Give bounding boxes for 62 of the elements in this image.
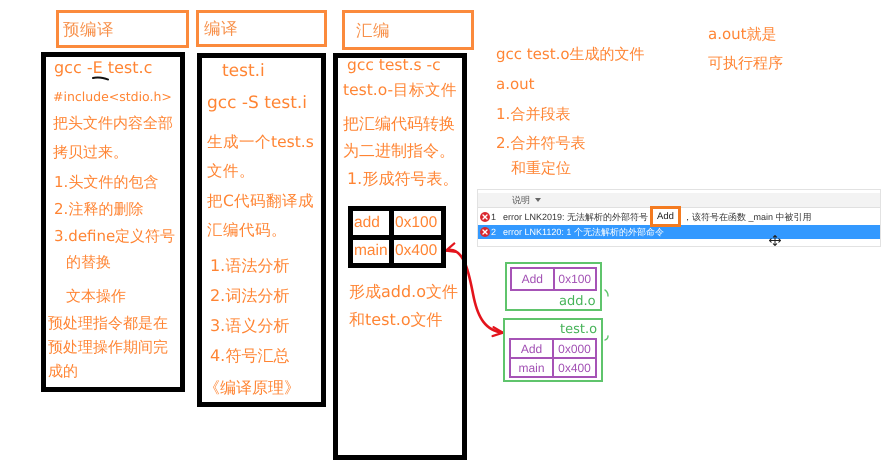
note-text: test.o-目标文件 (343, 80, 458, 100)
list-item: 1.头文件的包含 (54, 173, 158, 191)
command-text: gcc -E test.c (54, 58, 152, 78)
note-text: 把头文件内容全部拷贝过来。 (53, 112, 174, 162)
symbol-table (510, 267, 597, 291)
note-text: gcc test.o生成的文件 (496, 45, 645, 63)
list-item: 4.符号汇总 (210, 346, 290, 366)
note-text: 把C代码翻译成汇编代码。 (207, 190, 315, 241)
table-cell: 0x100 (394, 211, 441, 234)
command-text: gcc test.s -c (347, 56, 441, 75)
note-text: 文本操作 (66, 287, 126, 305)
table-cell: main (511, 359, 552, 376)
file-name: test.i (222, 61, 265, 82)
notes-panel (333, 53, 467, 460)
notes-panel (41, 52, 185, 392)
highlighted-symbol: Add (657, 211, 674, 222)
book-title: 《编译原理》 (204, 378, 300, 398)
stage-title: 预编译 (63, 20, 114, 40)
table-cell: Add (512, 269, 552, 289)
table-cell: add (353, 211, 389, 234)
list-item: 1.形成符号表。 (347, 169, 458, 188)
list-item: 1.合并段表 (496, 105, 570, 123)
table-cell: 0x100 (554, 269, 595, 289)
error-message: ，该符号在函数 _main 中被引用 (683, 211, 812, 223)
stage-header (342, 10, 474, 50)
symbol-table (348, 206, 446, 268)
stage-header (196, 10, 327, 47)
notes-panel (197, 53, 326, 407)
file-name: add.o (559, 294, 596, 309)
table-cell: main (353, 240, 389, 263)
command-text: gcc -S test.i (207, 93, 307, 114)
row-number: 1 (491, 211, 496, 223)
table-cell: 0x000 (554, 340, 595, 357)
stage-header (56, 10, 189, 48)
note-text: 预处理指令都是在预处理操作期间完成的 (48, 313, 169, 382)
row-number: 2 (491, 226, 496, 238)
error-message: error LNK2019: 无法解析的外部符号 (503, 211, 648, 223)
file-name: a.out (496, 75, 535, 93)
object-file-box (503, 318, 603, 382)
table-cell: 0x400 (554, 359, 595, 376)
symbol-table (509, 338, 597, 378)
file-name: test.o (560, 323, 598, 336)
list-item: 2.词法分析 (210, 286, 290, 306)
table-cell: Add (511, 340, 552, 357)
list-item: 2.合并符号表和重定位 (496, 132, 586, 178)
note-text: 形成add.o文件和test.o文件 (349, 280, 459, 331)
column-heading: 说明 (512, 194, 530, 206)
list-item: 3.语义分析 (210, 316, 290, 336)
object-file-box (505, 262, 602, 311)
note-text: 把汇编代码转换为二进制指令。 (343, 113, 456, 162)
double-headed-arrow (444, 244, 504, 337)
table-cell: 0x400 (394, 240, 441, 263)
stage-title: 汇编 (356, 20, 390, 41)
list-item: 2.注释的删除 (54, 200, 144, 218)
error-message: error LNK1120: 1 个无法解析的外部命令 (503, 226, 664, 238)
list-item: 1.语法分析 (210, 256, 290, 276)
note-text: a.out就是可执行程序 (708, 24, 784, 74)
stage-title: 编译 (204, 18, 238, 39)
note-text: 生成一个test.s文件。 (207, 132, 315, 182)
highlight-frame (650, 206, 681, 227)
code-text: #include<stdio.h> (53, 89, 172, 104)
list-item: 3.define定义符号的替换 (54, 226, 176, 273)
